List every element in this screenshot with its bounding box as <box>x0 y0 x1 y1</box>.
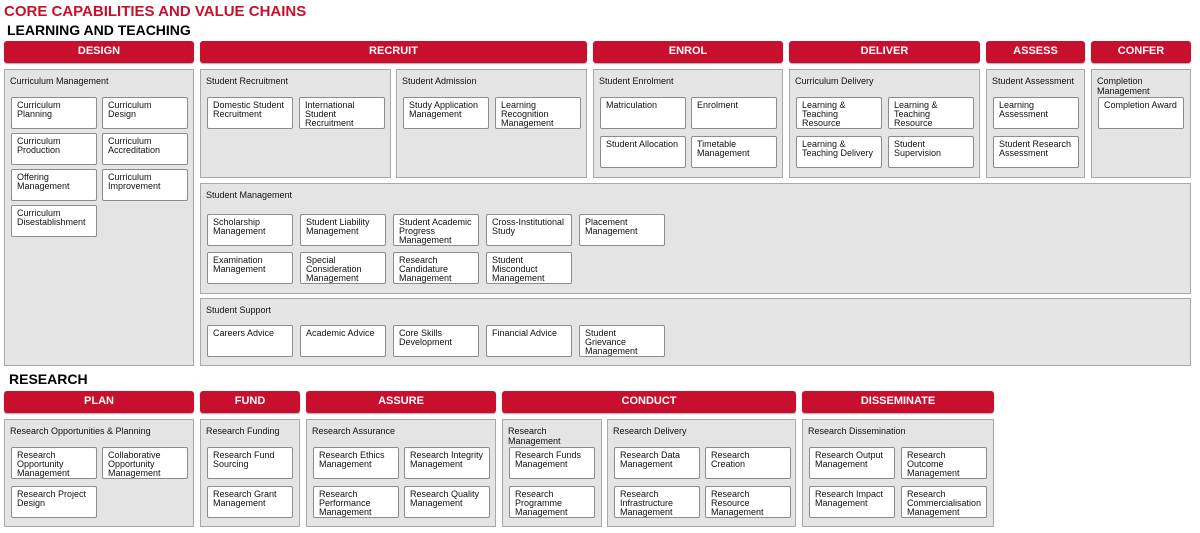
panel-completion-management: Completion Management Completion Award <box>1091 69 1191 178</box>
capability-box: Enrolment <box>691 97 777 129</box>
capability-box: Domestic Student Recruitment <box>207 97 293 129</box>
capability-box: Research Opportunity Management <box>11 447 97 479</box>
capability-box: Research Commercialisation Management <box>901 486 987 518</box>
stage-header-confer: CONFER <box>1091 41 1191 63</box>
capability-box: Financial Advice <box>486 325 572 357</box>
capability-box: Research Quality Management <box>404 486 490 518</box>
capability-box: Student Research Assessment <box>993 136 1079 168</box>
capability-box: Learning & Teaching Resource Preparation <box>796 97 882 129</box>
capability-box: Completion Award <box>1098 97 1184 129</box>
panel-title: Curriculum Delivery <box>795 76 874 86</box>
stage-header-conduct: CONDUCT <box>502 391 796 413</box>
capability-box: Curriculum Disestablishment <box>11 205 97 237</box>
capability-box: Learning Assessment <box>993 97 1079 129</box>
panel-title: Research Opportunities & Planning <box>10 426 151 436</box>
panel-curriculum-delivery: Curriculum Delivery Learning & Teaching … <box>789 69 980 178</box>
panel-research-opportunities-planning: Research Opportunities & Planning Resear… <box>4 419 194 527</box>
capability-box: Learning Recognition Management <box>495 97 581 129</box>
capability-box: Careers Advice <box>207 325 293 357</box>
panel-title: Student Admission <box>402 76 477 86</box>
capability-box: Special Consideration Management <box>300 252 386 284</box>
capability-box: Research Resource Management <box>705 486 791 518</box>
section-heading-learning-teaching: LEARNING AND TEACHING <box>7 22 191 38</box>
stage-header-plan: PLAN <box>4 391 194 413</box>
capability-box: Curriculum Improvement <box>102 169 188 201</box>
panel-title: Student Management <box>206 190 293 200</box>
page-title: CORE CAPABILITIES AND VALUE CHAINS <box>4 3 307 20</box>
panel-title: Research Delivery <box>613 426 687 436</box>
stage-header-disseminate: DISSEMINATE <box>802 391 994 413</box>
panel-research-delivery: Research Delivery Research Data Manageme… <box>607 419 796 527</box>
capability-box: Research Impact Management <box>809 486 895 518</box>
capability-box: Research Output Management <box>809 447 895 479</box>
capability-box: Timetable Management <box>691 136 777 168</box>
capability-box: Research Funds Management <box>509 447 595 479</box>
capability-box: Academic Advice <box>300 325 386 357</box>
capability-box: Research Fund Sourcing <box>207 447 293 479</box>
panel-research-assurance: Research Assurance Research Ethics Manag… <box>306 419 496 527</box>
stage-header-recruit: RECRUIT <box>200 41 587 63</box>
stage-header-enrol: ENROL <box>593 41 783 63</box>
capability-box: Research Integrity Management <box>404 447 490 479</box>
panel-title: Research Assurance <box>312 426 396 436</box>
capability-box: Matriculation <box>600 97 686 129</box>
capability-box: Learning & Teaching Resource Management <box>888 97 974 129</box>
panel-title: Research Management <box>508 426 561 446</box>
capability-box: Student Liability Management <box>300 214 386 246</box>
capability-box: Collaborative Opportunity Management <box>102 447 188 479</box>
panel-title: Student Recruitment <box>206 76 289 86</box>
panel-student-management: Student Management Scholarship Managemen… <box>200 183 1191 294</box>
capability-box: International Student Recruitment <box>299 97 385 129</box>
capability-box: Research Project Design <box>11 486 97 518</box>
capability-box: Research Programme Management <box>509 486 595 518</box>
panel-student-admission: Student Admission Study Application Mana… <box>396 69 587 178</box>
capability-box: Student Grievance Management <box>579 325 665 357</box>
capability-box: Student Academic Progress Management <box>393 214 479 246</box>
panel-title: Student Assessment <box>992 76 1075 86</box>
panel-curriculum-management: Curriculum Management Curriculum Plannin… <box>4 69 194 366</box>
panel-title: Curriculum Management <box>10 76 109 86</box>
panel-title: Student Support <box>206 305 272 315</box>
capability-box: Scholarship Management <box>207 214 293 246</box>
capability-box: Student Misconduct Management <box>486 252 572 284</box>
panel-research-dissemination: Research Dissemination Research Output M… <box>802 419 994 527</box>
capability-box: Research Creation <box>705 447 791 479</box>
capability-box: Curriculum Production <box>11 133 97 165</box>
panel-title: Student Enrolment <box>599 76 674 86</box>
stage-header-assess: ASSESS <box>986 41 1085 63</box>
capability-box: Curriculum Design <box>102 97 188 129</box>
capability-box: Learning & Teaching Delivery <box>796 136 882 168</box>
capability-box: Placement Management <box>579 214 665 246</box>
capability-box: Research Ethics Management <box>313 447 399 479</box>
capability-box: Curriculum Planning <box>11 97 97 129</box>
panel-research-funding: Research Funding Research Fund Sourcing … <box>200 419 300 527</box>
stage-header-deliver: DELIVER <box>789 41 980 63</box>
section-heading-research: RESEARCH <box>9 371 88 387</box>
panel-student-support: Student Support Careers Advice Academic … <box>200 298 1191 366</box>
capability-box: Research Infrastructure Management <box>614 486 700 518</box>
panel-student-recruitment: Student Recruitment Domestic Student Rec… <box>200 69 391 178</box>
capability-box: Curriculum Accreditation <box>102 133 188 165</box>
stage-header-fund: FUND <box>200 391 300 413</box>
capability-box: Research Performance Management <box>313 486 399 518</box>
panel-title: Completion Management <box>1097 76 1150 96</box>
capability-box: Research Data Management <box>614 447 700 479</box>
capability-box: Cross-Institutional Study <box>486 214 572 246</box>
capability-box: Examination Management <box>207 252 293 284</box>
capability-box: Study Application Management <box>403 97 489 129</box>
stage-header-assure: ASSURE <box>306 391 496 413</box>
panel-research-management: Research Management Research Funds Manag… <box>502 419 602 527</box>
capability-box: Core Skills Development <box>393 325 479 357</box>
panel-student-assessment: Student Assessment Learning Assessment S… <box>986 69 1085 178</box>
panel-title: Research Funding <box>206 426 280 436</box>
stage-header-design: DESIGN <box>4 41 194 63</box>
capability-box: Student Allocation <box>600 136 686 168</box>
capability-box: Student Supervision <box>888 136 974 168</box>
capability-box: Offering Management <box>11 169 97 201</box>
capability-box: Research Outcome Management <box>901 447 987 479</box>
panel-title: Research Dissemination <box>808 426 906 436</box>
panel-student-enrolment: Student Enrolment Matriculation Enrolmen… <box>593 69 783 178</box>
capability-box: Research Candidature Management <box>393 252 479 284</box>
capability-box: Research Grant Management <box>207 486 293 518</box>
